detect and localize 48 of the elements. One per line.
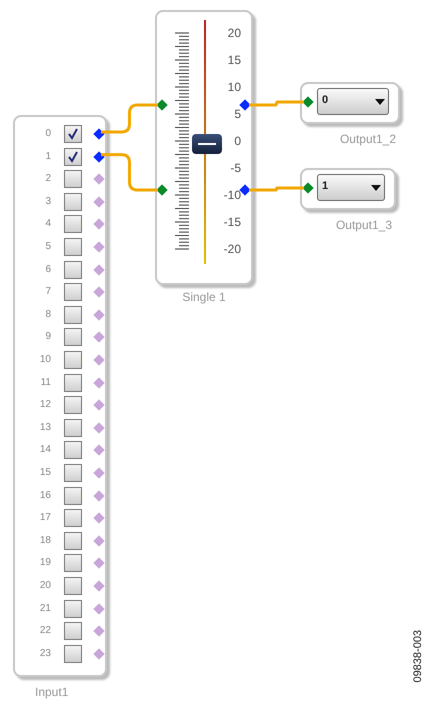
connector-wire — [101, 104, 158, 134]
scale-value: 0 — [234, 134, 241, 148]
channel-number: 21 — [38, 602, 51, 616]
channel-number: 17 — [38, 511, 51, 526]
connector-wire — [101, 153, 158, 192]
scale-value: -20 — [224, 242, 241, 256]
widget-caption: Output1_3 — [336, 217, 392, 234]
scale-value: -15 — [224, 215, 241, 229]
widget-caption: Input1 — [35, 684, 68, 701]
channel-number: 0 — [44, 127, 51, 141]
widget-caption: Single 1 — [181, 289, 227, 306]
scale-value: 10 — [228, 80, 241, 94]
channel-number: 1 — [44, 150, 51, 164]
channel-number: 11 — [40, 376, 51, 390]
channel-number: 19 — [38, 556, 51, 570]
channel-number: 6 — [44, 262, 51, 277]
channel-number: 20 — [38, 579, 51, 593]
scale-value: -10 — [224, 188, 241, 202]
channel-number: 7 — [44, 285, 51, 300]
channel-number: 18 — [38, 534, 51, 548]
channel-number: 5 — [44, 240, 51, 254]
input-widget — [13, 115, 109, 699]
widget-caption: Output1_2 — [340, 131, 396, 148]
dropdown-widget — [300, 168, 398, 234]
channel-number: 2 — [44, 172, 51, 186]
slider-widget — [155, 10, 255, 302]
channel-number: 10 — [38, 353, 51, 367]
channel-number: 15 — [38, 466, 51, 480]
channel-number: 4 — [44, 217, 51, 232]
scale-value: 20 — [228, 26, 241, 40]
scale-value: 5 — [234, 107, 241, 121]
channel-number: 9 — [44, 330, 51, 344]
dropdown-select: 0 — [317, 88, 389, 115]
channel-number: 13 — [38, 420, 51, 435]
connector-wire — [249, 186, 304, 192]
channel-number: 22 — [38, 624, 51, 638]
channel-number: 23 — [38, 646, 51, 661]
channel-number: 8 — [44, 308, 51, 322]
dropdown-widget — [300, 82, 402, 148]
channel-number: 3 — [44, 194, 51, 209]
channel-number: 16 — [38, 488, 51, 503]
scale-value: 15 — [228, 53, 241, 67]
channel-number: 14 — [38, 443, 51, 458]
channel-number: 12 — [38, 398, 51, 412]
figure-id: 09838-003 — [411, 630, 426, 683]
scale-value: -5 — [230, 161, 241, 175]
connector-wire — [249, 100, 304, 106]
dropdown-select: 1 — [317, 174, 385, 201]
